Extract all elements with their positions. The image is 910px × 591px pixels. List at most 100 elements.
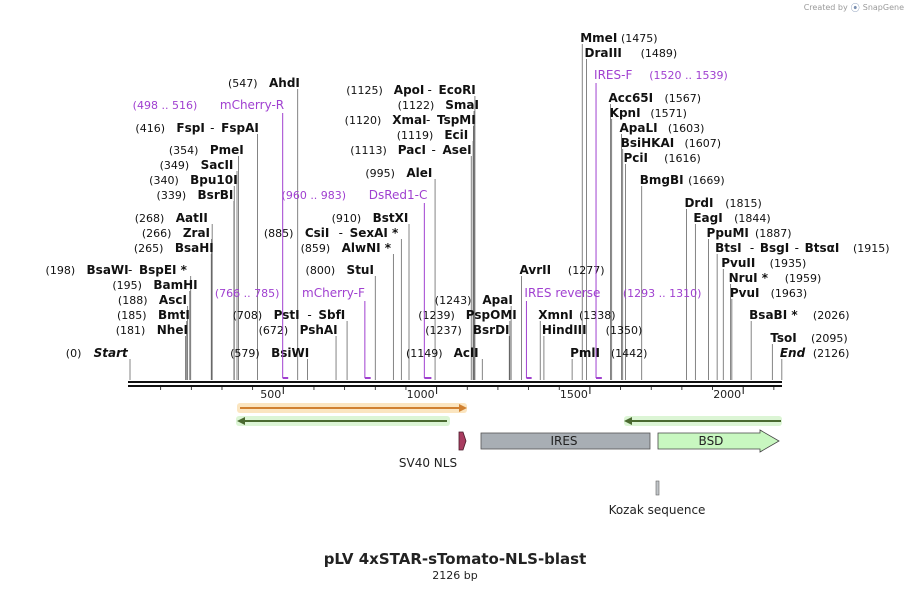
site-label-bmti[interactable]: (185)BmtI [117,308,190,322]
site-label-pcii[interactable]: PciI(1616) [623,151,700,165]
site-label-draiii[interactable]: DraIII(1489) [585,46,678,60]
primer-dsred1c[interactable]: (960 .. 983)DsRed1-C [282,188,428,202]
site-label-bsabi[interactable]: BsaBI *(2026) [749,308,849,322]
site-position: (885) [264,227,294,240]
site-label-ahdi[interactable]: (547)AhdI [228,76,300,90]
site-label-aatii[interactable]: (268)AatII [135,211,208,225]
primer-mark[interactable] [282,377,289,379]
site-label-tsoi[interactable]: TsoI(2095) [770,331,847,345]
site-label-stui[interactable]: (800)StuI [306,263,374,277]
site-label-bpu10i[interactable]: (340)Bpu10I [149,173,237,187]
primer-mark[interactable] [596,377,602,379]
site-name: TsoI [770,331,796,345]
primer-mark[interactable] [526,377,532,379]
site-label-alei[interactable]: (995)AleI [365,166,432,180]
site-position: (1571) [650,107,687,120]
site-label-pshai[interactable]: (672)PshAI [259,323,338,337]
bsd-feature[interactable] [657,429,780,453]
site-label-xmni[interactable]: XmnI(1338) [538,308,615,322]
site-label-paci[interactable]: (1113)PacI-AseI [350,143,471,157]
site-label-pmli[interactable]: PmlI(1442) [570,346,647,360]
site-label-bsawi[interactable]: (198)BsaWI-BspEI * [46,263,188,277]
site-label-psti[interactable]: (708)PstI-SbfI [233,308,346,322]
site-label-pvui[interactable]: PvuI(1963) [730,286,807,300]
site-label-alwni[interactable]: (859)AlwNI * [301,241,392,255]
kozak-feature[interactable] [655,480,660,496]
primer-mark[interactable] [364,377,371,379]
site-label-hindiii[interactable]: HindIII(1350) [542,323,642,337]
site-label-bsrdi[interactable]: (1237)BsrDI [425,323,509,337]
site-label-start[interactable]: (0)Start [66,346,129,360]
sv40-nls-feature[interactable] [458,431,467,451]
site-position: (195) [112,279,142,292]
site-name-2: EcoRI [439,83,476,97]
site-label-end[interactable]: End(2126) [780,346,850,360]
site-label-kpni[interactable]: KpnI (1571) [610,106,687,120]
map-subtitle: 2126 bp [432,569,478,582]
site-label-apoi[interactable]: (1125)ApoI-EcoRI [346,83,476,97]
site-name: XmaI [392,113,426,127]
site-label-avrii[interactable]: AvrII(1277) [520,263,605,277]
site-label-btsi[interactable]: BtsI-BsgI-BtsαI(1915) [715,241,889,255]
scale-tick-label: 500 [260,388,281,401]
primer-iresreverse[interactable]: IRES reverse(1293 .. 1310) [524,286,701,300]
site-label-bstxi[interactable]: (910)BstXI [332,211,409,225]
site-position: (1607) [684,137,721,150]
site-name-2: FspAI [221,121,259,135]
site-label-bamhi[interactable]: (195)BamHI [112,278,197,292]
site-label-acc65i[interactable]: Acc65I(1567) [608,91,701,105]
site-label-csii[interactable]: (885)CsiI-SexAI * [264,226,399,240]
site-label-nhei[interactable]: (181)NheI [116,323,188,337]
site-label-bsihkai[interactable]: BsiHKAI(1607) [621,136,721,150]
site-label-bsahi[interactable]: (265)BsaHI [134,241,214,255]
site-label-acli[interactable]: (1149)AclI [406,346,479,360]
site-label-apai[interactable]: (1243)ApaI [435,293,513,307]
site-label-pvuii[interactable]: PvuII (1935) [721,256,806,270]
site-label-eagi[interactable]: EagI(1844) [693,211,770,225]
site-label-drdi[interactable]: DrdI(1815) [684,196,761,210]
site-label-pmei[interactable]: (354)PmeI [169,143,244,157]
primer-mark[interactable] [424,377,432,379]
site-label-smai[interactable]: (1122)SmaI [398,98,479,112]
site-label-fspi[interactable]: (416)FspI-FspAI [135,121,258,135]
site-label-pspomi[interactable]: (1239)PspOMI [418,308,517,322]
site-name-2: BspEI * [139,263,188,277]
site-label-nrui[interactable]: NruI *(1959) [729,271,822,285]
primer-range: (498 .. 516) [133,99,198,112]
primer-iresf[interactable]: IRES-F(1520 .. 1539) [594,68,728,82]
ires-feature[interactable] [480,432,651,450]
site-name: BsaHI [175,241,214,255]
site-position: (1963) [771,287,808,300]
site-position: (181) [116,324,146,337]
site-name: BsrBI [198,188,234,202]
bsd-reverse-arrow-head [624,417,632,425]
site-label-mmei[interactable]: MmeI(1475) [580,31,657,45]
site-name: KpnI [610,106,641,120]
site-name: ApoI [394,83,425,97]
site-label-apali[interactable]: ApaLI(1603) [619,121,704,135]
site-position: (1935) [770,257,807,270]
primer-mcherryr[interactable]: (498 .. 516)mCherry-R [133,98,284,112]
site-label-xmai[interactable]: (1120)XmaI-TspMI [345,113,476,127]
site-separator: - [428,83,432,97]
site-name: PvuII [721,256,755,270]
site-label-bsrbi[interactable]: (339)BsrBI [157,188,234,202]
site-label-ppumi[interactable]: PpuMI(1887) [707,226,792,240]
site-labels: (0)Start (181)NheI(185)BmtI(188)AscI(195)… [46,31,890,360]
site-name: BsaBI * [749,308,798,322]
credit-brand: SnapGene [862,3,904,12]
site-label-bsiwi[interactable]: (579)BsiWI [230,346,309,360]
site-position: (340) [149,174,179,187]
site-label-sacii[interactable]: (349)SacII [160,158,234,172]
site-label-zrai[interactable]: (266)ZraI [142,226,210,240]
primer-mcherryf[interactable]: (766 .. 785)mCherry-F [215,286,365,300]
site-position: (1243) [435,294,472,307]
site-label-bmgbi[interactable]: BmgBI(1669) [640,173,725,187]
site-label-asci[interactable]: (188)AscI [118,293,187,307]
site-name: PmeI [210,143,244,157]
site-label-ecii[interactable]: (1119)EciI [397,128,468,142]
site-position: (1887) [755,227,792,240]
site-name-2: TspMI [437,113,476,127]
site-separator: - [432,143,436,157]
